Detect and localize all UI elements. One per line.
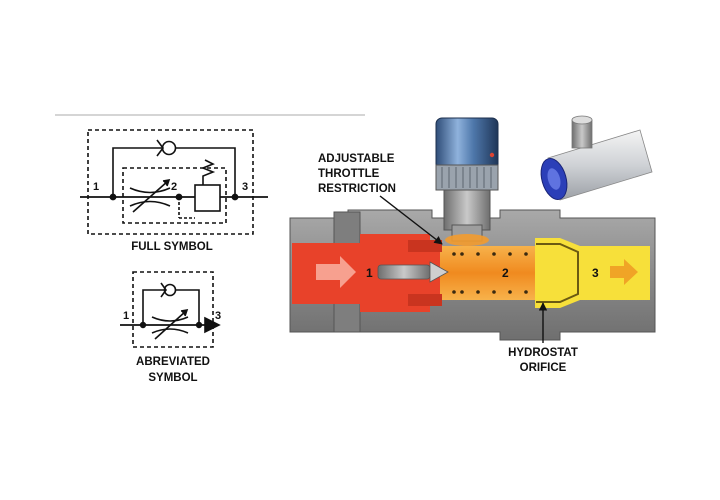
hydrostat-orifice-label-line2: ORIFICE	[520, 362, 567, 374]
adjuster-stem	[443, 189, 491, 231]
adjustable-throttle-label-line3: RESTRICTION	[318, 183, 396, 195]
abbreviated-symbol-label-line1: ABREVIATED	[136, 356, 210, 368]
adjustable-throttle-label-line1: ADJUSTABLE	[318, 153, 395, 165]
middle-chamber	[440, 246, 535, 300]
flow-valve-product-icon	[540, 115, 653, 201]
outlet-chamber	[535, 238, 650, 308]
full-symbol-port-3: 3	[242, 181, 248, 193]
full-symbol-label: FULL SYMBOL	[131, 241, 213, 253]
spring-icon	[452, 252, 528, 294]
valve-port-2: 2	[502, 266, 509, 280]
full-symbol-dashed-box	[87, 129, 254, 235]
hydrostat-orifice-label-line1: HYDROSTAT	[508, 347, 578, 359]
valve-cutaway	[289, 117, 656, 341]
variable-throttle-icon	[129, 178, 171, 213]
abbreviated-symbol-label-line2: SYMBOL	[148, 372, 197, 384]
abbreviated-symbol-dashed-box	[132, 271, 214, 348]
valve-port-3: 3	[592, 266, 599, 280]
full-symbol	[80, 129, 268, 235]
adjustable-throttle-leader	[379, 195, 443, 245]
adjustable-throttle-label-line2: THROTTLE	[318, 168, 380, 180]
full-symbol-port-2: 2	[171, 181, 177, 193]
valve-port-1: 1	[366, 266, 373, 280]
inlet-flow-arrow	[316, 256, 356, 288]
adjuster-knob-icon	[435, 117, 499, 191]
full-symbol-port-1: 1	[93, 181, 99, 193]
abbreviated-symbol-port-1: 1	[123, 310, 129, 322]
abbreviated-symbol-port-3: 3	[215, 310, 221, 322]
check-valve-icon	[156, 139, 177, 157]
abbreviated-throttle-icon	[151, 308, 189, 340]
outlet-flow-arrow	[610, 259, 638, 285]
pressure-compensator-icon	[178, 159, 221, 219]
abbreviated-check-valve-icon	[160, 282, 177, 298]
needle-rod	[377, 264, 431, 280]
inlet-chamber	[292, 234, 440, 312]
abbreviated-symbol	[120, 271, 221, 348]
